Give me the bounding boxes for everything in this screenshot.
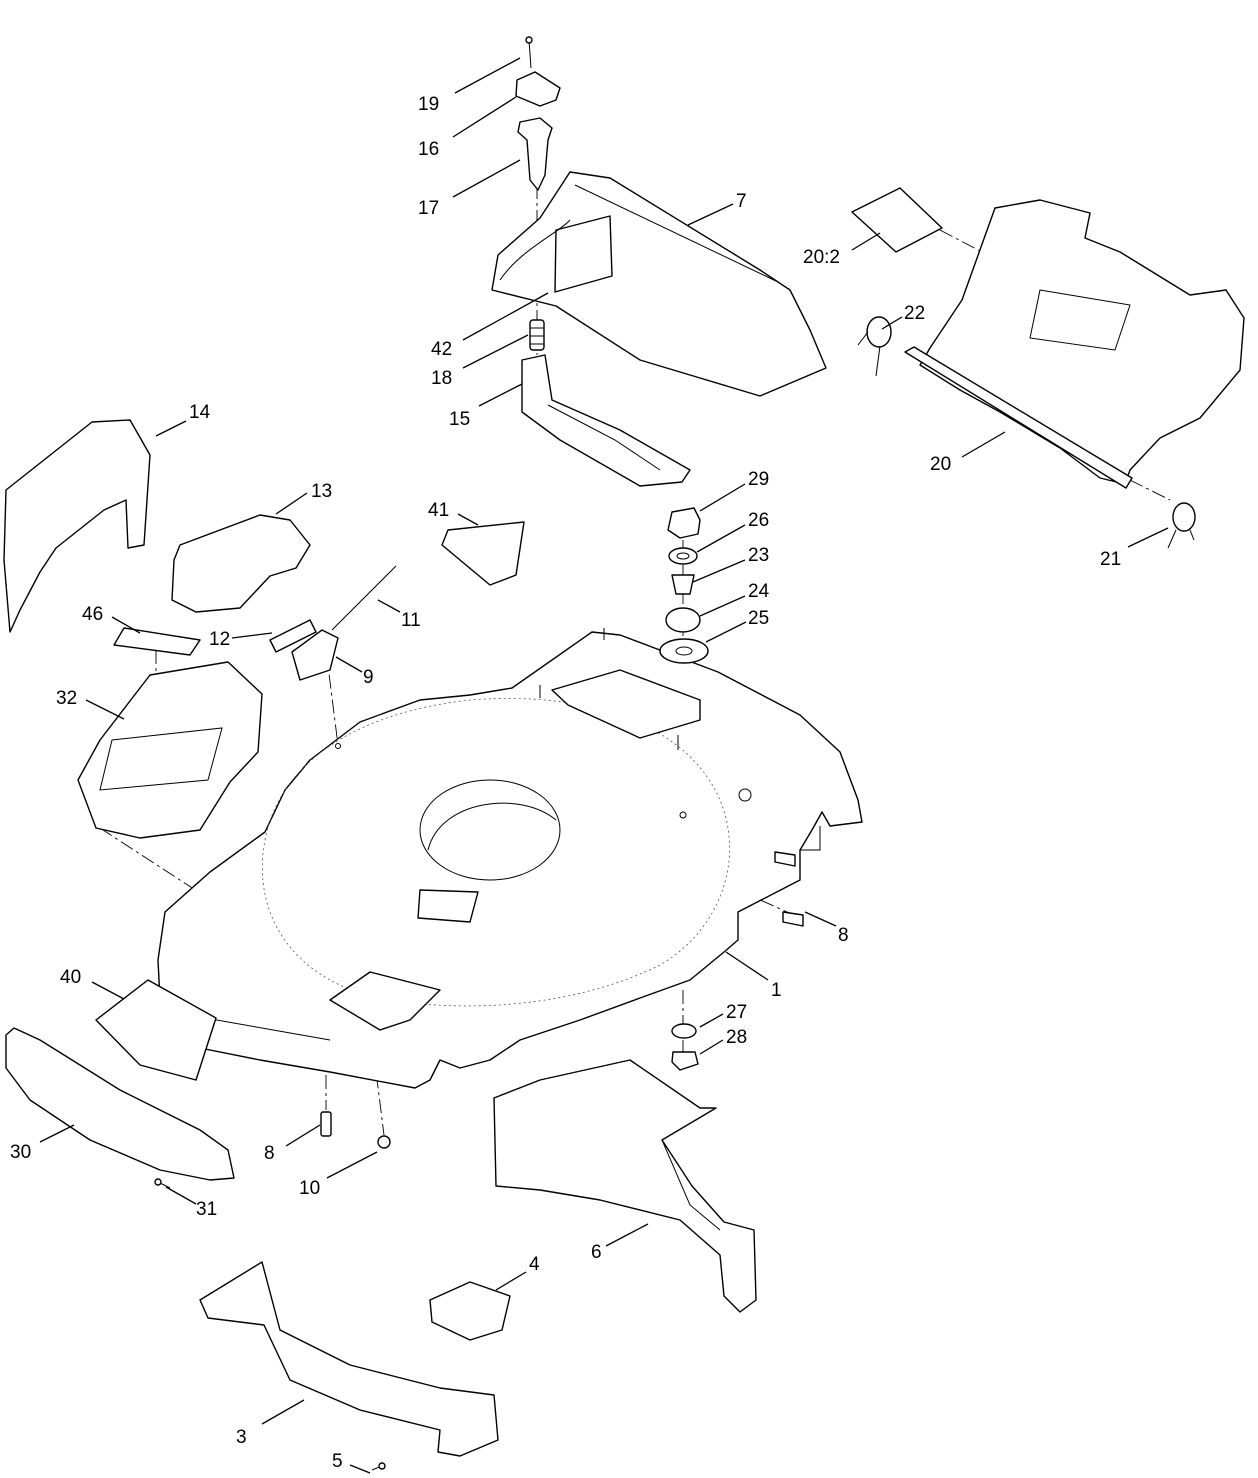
callout-16: 16 [418, 139, 439, 160]
bolt-part-10 [377, 1135, 391, 1149]
washer-part-26 [668, 547, 698, 565]
spring-part-22 [857, 316, 892, 377]
callout-32: 32 [56, 688, 77, 709]
callout-labels: 19 16 17 7 20:2 22 42 18 15 14 20 13 29 … [10, 94, 1121, 1472]
bolt-part-8-lower [320, 1111, 332, 1137]
callout-25: 25 [748, 608, 769, 629]
leader-lines [39, 57, 1169, 1474]
callout-7: 7 [736, 191, 747, 212]
callout-40: 40 [60, 967, 81, 988]
callout-30: 30 [10, 1142, 31, 1163]
chute-part-6 [493, 1059, 757, 1313]
knob-part-16 [515, 71, 561, 107]
gear-part-24 [665, 607, 701, 633]
callout-23: 23 [748, 545, 769, 566]
callout-24: 24 [748, 581, 770, 602]
screw-part-5 [371, 1462, 386, 1471]
decal-part-40 [95, 979, 217, 1081]
callout-46: 46 [82, 604, 103, 625]
rear-door-part-20 [904, 199, 1245, 489]
callout-28: 28 [726, 1027, 747, 1048]
rod-part-11 [331, 565, 397, 631]
bracket-part-3 [199, 1261, 499, 1457]
callout-41: 41 [428, 500, 449, 521]
decal-part-41 [441, 521, 525, 586]
nut-part-29 [667, 507, 701, 539]
washer-part-27 [671, 1023, 697, 1039]
callout-20-2: 20:2 [803, 247, 840, 268]
callout-11: 11 [401, 610, 421, 631]
callout-8-upper: 8 [838, 925, 849, 946]
callout-14: 14 [189, 402, 211, 423]
cover-part-14 [3, 419, 151, 633]
cover-part-13 [171, 514, 311, 613]
plate-part-4 [429, 1281, 511, 1341]
rear-guard-part-7 [491, 171, 827, 397]
callout-42: 42 [431, 339, 452, 360]
callout-26: 26 [748, 510, 769, 531]
callout-13: 13 [311, 481, 332, 502]
bumper-part-30 [5, 1027, 235, 1181]
callout-31: 31 [196, 1199, 217, 1220]
callout-3: 3 [236, 1427, 247, 1448]
callout-1: 1 [771, 980, 782, 1001]
bracket-part-15 [521, 354, 691, 487]
callout-12: 12 [209, 629, 230, 650]
callout-18: 18 [431, 368, 452, 389]
callout-6: 6 [591, 1242, 602, 1263]
callout-9: 9 [363, 667, 374, 688]
callout-20: 20 [930, 454, 951, 475]
screw-part-31 [154, 1178, 171, 1189]
callout-10: 10 [299, 1178, 320, 1199]
spring-part-18 [529, 319, 545, 351]
screw-part-19 [525, 36, 533, 69]
callout-29: 29 [748, 469, 769, 490]
callout-4: 4 [529, 1254, 540, 1275]
callout-21: 21 [1100, 549, 1121, 570]
decal-part-46 [113, 627, 201, 656]
bolt-part-8-upper [774, 851, 804, 927]
decal-part-20-2 [851, 187, 943, 253]
callout-27: 27 [726, 1002, 747, 1023]
callout-19: 19 [418, 94, 439, 115]
spring-part-12 [269, 619, 317, 653]
callout-17: 17 [418, 198, 439, 219]
nut-part-28 [671, 1051, 699, 1071]
bushing-part-23 [671, 574, 695, 595]
callout-8-lower: 8 [264, 1143, 275, 1164]
shroud-part-32 [77, 661, 263, 839]
callout-15: 15 [449, 409, 470, 430]
bracket-part-9 [291, 629, 339, 681]
mower-deck-part-1 [157, 628, 863, 1089]
callout-22: 22 [904, 303, 925, 324]
spring-part-21 [1167, 502, 1196, 549]
callout-5: 5 [332, 1451, 343, 1472]
washer-part-25 [659, 638, 709, 664]
lever-part-17 [517, 117, 553, 191]
